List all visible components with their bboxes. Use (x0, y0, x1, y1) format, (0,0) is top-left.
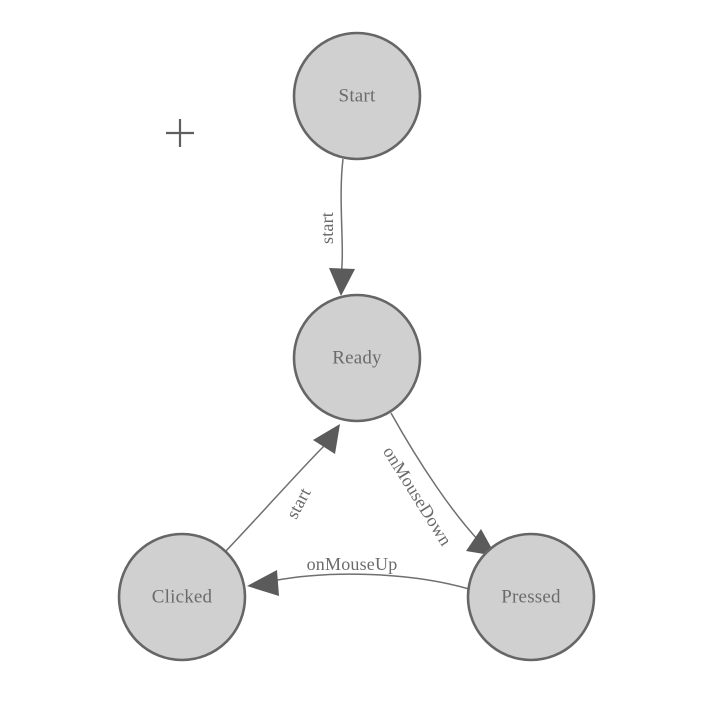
node-ready[interactable]: Ready (292, 293, 422, 423)
edge-label-start-to-ready: start (317, 212, 337, 244)
edge-clicked-to-ready-path (223, 444, 326, 554)
node-ready-label: Ready (332, 347, 382, 368)
node-start[interactable]: Start (292, 31, 422, 161)
node-ready-circle[interactable] (292, 293, 422, 423)
edge-start-to-ready[interactable] (329, 158, 355, 296)
crosshair-icon (166, 119, 194, 147)
edge-label-clicked-to-ready: start (282, 484, 315, 522)
edge-pressed-to-clicked-path (271, 573, 470, 590)
edge-label-pressed-to-clicked: onMouseUp (307, 554, 398, 574)
node-clicked-circle[interactable] (117, 532, 247, 662)
edge-pressed-to-clicked[interactable] (247, 570, 470, 596)
node-start-label: Start (339, 85, 376, 106)
edge-pressed-to-clicked-arrowhead (247, 570, 279, 596)
edge-clicked-to-ready[interactable] (223, 424, 340, 554)
node-clicked[interactable]: Clicked (117, 532, 247, 662)
node-clicked-label: Clicked (152, 586, 213, 607)
edge-start-to-ready-arrowhead (329, 268, 355, 296)
node-pressed[interactable]: Pressed (466, 532, 596, 662)
edge-ready-to-pressed-path (390, 412, 480, 542)
edge-clicked-to-ready-arrowhead (313, 424, 340, 454)
node-pressed-circle[interactable] (466, 532, 596, 662)
node-pressed-label: Pressed (501, 586, 561, 607)
edge-start-to-ready-path (340, 158, 344, 276)
node-start-circle[interactable] (292, 31, 422, 161)
